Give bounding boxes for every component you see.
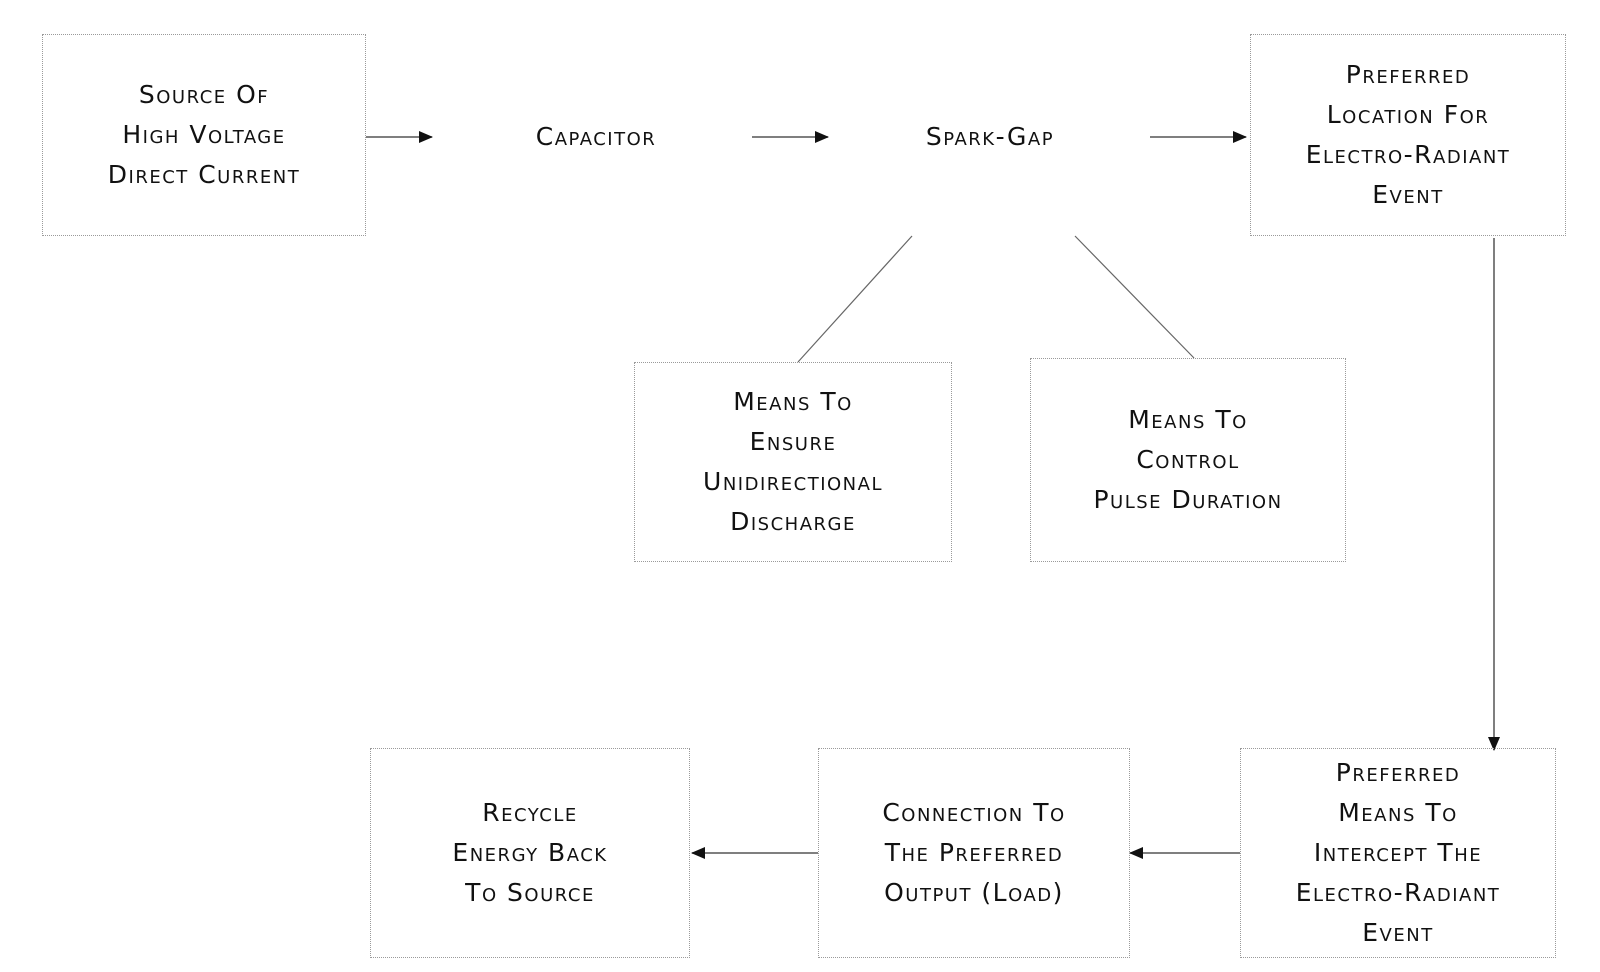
line-spark-gap-to-unidirectional [797,235,913,363]
pulse-duration-box: Means To Control Pulse Duration [1030,358,1346,562]
connection-box: Connection To The Preferred Output (Load… [818,748,1130,958]
unidirectional-box: Means To Ensure Unidirectional Discharge [634,362,952,562]
preferred-location-label: Preferred Location For Electro-Radiant E… [1305,60,1511,209]
unidirectional-label: Means To Ensure Unidirectional Discharge [703,387,883,536]
intercept-label: Preferred Means To Intercept The Electro… [1295,758,1501,947]
capacitor-label: Capacitor [535,122,657,151]
recycle-box: Recycle Energy Back To Source [370,748,690,958]
source-label: Source Of High Voltage Direct Current [107,80,301,189]
spark-gap-node: Spark-Gap [840,100,1140,174]
preferred-location-box: Preferred Location For Electro-Radiant E… [1250,34,1566,236]
line-spark-gap-to-pulse-duration [1074,235,1195,359]
pulse-duration-label: Means To Control Pulse Duration [1093,405,1283,514]
spark-gap-label: Spark-Gap [925,122,1055,151]
intercept-box: Preferred Means To Intercept The Electro… [1240,748,1556,958]
recycle-label: Recycle Energy Back To Source [452,798,608,907]
connection-label: Connection To The Preferred Output (Load… [882,798,1066,907]
capacitor-node: Capacitor [440,100,752,174]
source-box: Source Of High Voltage Direct Current [42,34,366,236]
